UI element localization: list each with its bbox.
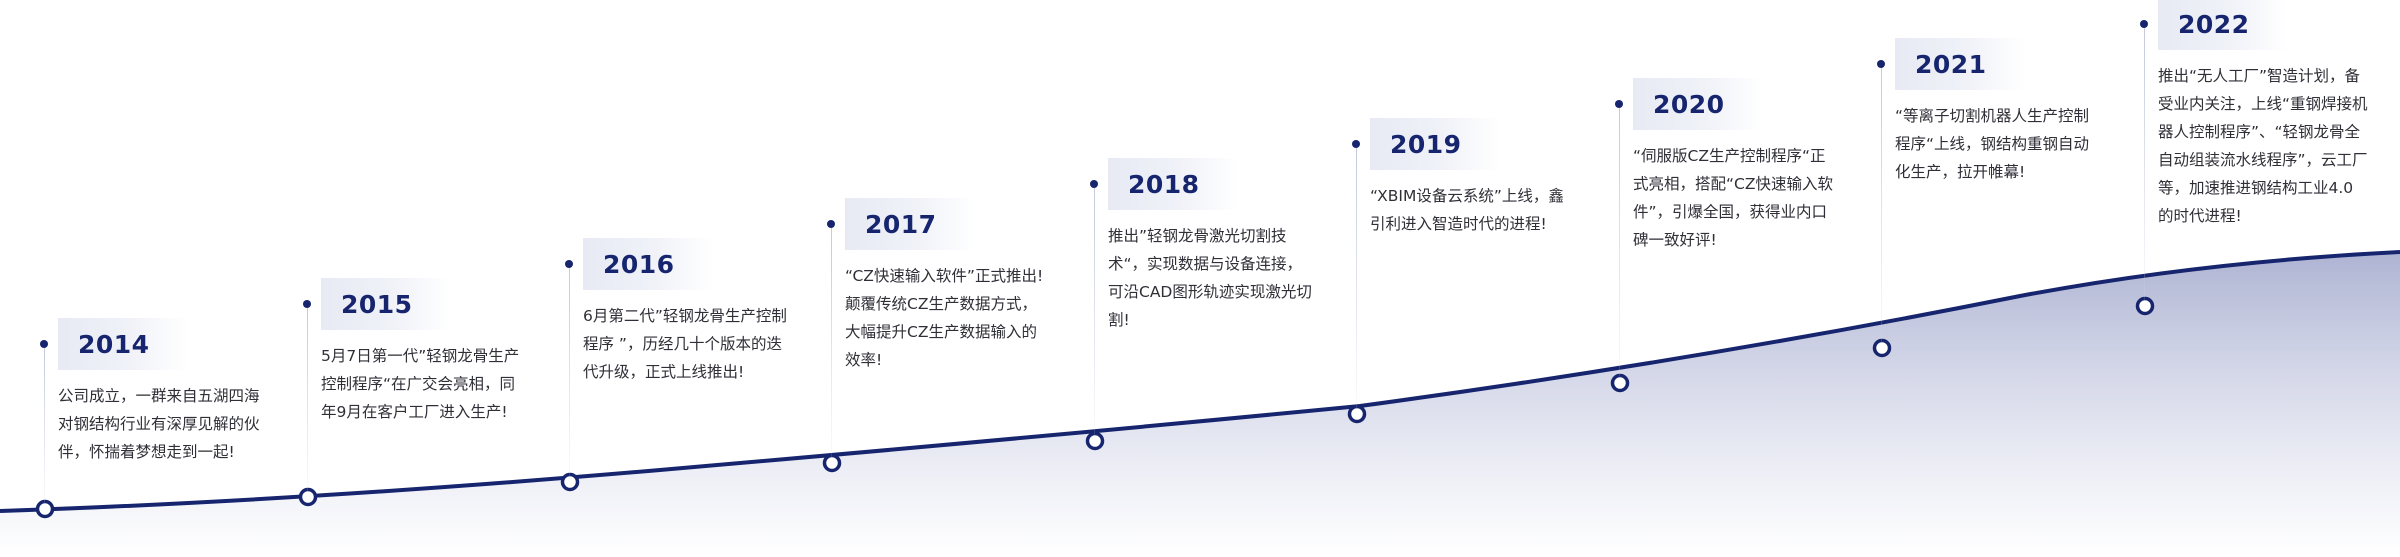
year-tag: 2015 — [321, 278, 451, 330]
milestone-year: 2017 — [865, 209, 937, 239]
timeline-marker-dot — [1877, 60, 1885, 68]
timeline-node-2022 — [2135, 296, 2155, 316]
timeline-node-2016 — [560, 472, 580, 492]
timeline-marker-dot — [1090, 180, 1098, 188]
timeline-stem — [1619, 108, 1620, 377]
milestone-year: 2016 — [603, 249, 675, 279]
milestone-year: 2015 — [341, 289, 413, 319]
milestone-year: 2014 — [78, 329, 150, 359]
milestone-year: 2018 — [1128, 169, 1200, 199]
milestone-description: 公司成立，一群来自五湖四海对钢结构行业有深厚见解的伙伴，怀揣着梦想走到一起! — [58, 387, 260, 461]
timeline-marker-dot — [1352, 140, 1360, 148]
timeline-marker-dot — [827, 220, 835, 228]
milestone-description: “伺服版CZ生产控制程序“正式亮相，搭配“CZ快速输入软件”，引爆全国，获得业内… — [1633, 147, 1833, 249]
milestone-description: 推出”轻钢龙骨激光切割技术“，实现数据与设备连接，可沿CAD图形轨迹实现激光切割… — [1108, 227, 1312, 329]
timeline-node-2020 — [1610, 373, 1630, 393]
timeline-stem — [2144, 28, 2145, 300]
year-tag: 2022 — [2158, 0, 2288, 50]
timeline-node-2019 — [1347, 404, 1367, 424]
timeline-marker-dot — [303, 300, 311, 308]
year-tag: 2020 — [1633, 78, 1763, 130]
timeline-stem — [831, 228, 832, 457]
milestone-year: 2022 — [2178, 9, 2250, 39]
milestone-year: 2020 — [1653, 89, 1725, 119]
timeline-stem — [1881, 68, 1882, 342]
timeline-line — [0, 250, 2400, 513]
timeline-marker-dot — [1615, 100, 1623, 108]
timeline-stem — [569, 268, 570, 476]
timeline-node-2014 — [35, 499, 55, 519]
milestone-description: “CZ快速输入软件”正式推出! 颠覆传统CZ生产数据方式，大幅提升CZ生产数据输… — [845, 267, 1044, 369]
timeline-marker-dot — [565, 260, 573, 268]
timeline-stem — [1094, 188, 1095, 435]
year-tag: 2021 — [1895, 38, 2025, 90]
timeline-node-2015 — [298, 487, 318, 507]
timeline-marker-dot — [40, 340, 48, 348]
milestone-description: “等离子切割机器人生产控制程序“上线，钢结构重钢自动化生产，拉开帷幕! — [1895, 107, 2090, 181]
timeline-stem — [1356, 148, 1357, 408]
year-tag: 2016 — [583, 238, 713, 290]
year-tag: 2018 — [1108, 158, 1238, 210]
milestone-year: 2021 — [1915, 49, 1987, 79]
year-tag: 2014 — [58, 318, 188, 370]
milestone-description: 推出“无人工厂”智造计划，备受业内关注，上线“重钢焊接机器人控制程序”、“轻钢龙… — [2158, 67, 2368, 225]
year-tag: 2017 — [845, 198, 975, 250]
timeline-stem — [44, 348, 45, 503]
milestone-description: “XBIM设备云系统”上线，鑫引利进入智造时代的进程! — [1370, 187, 1564, 233]
timeline-node-2018 — [1085, 431, 1105, 451]
milestone-description: 5月7日第一代”轻钢龙骨生产控制程序“在广交会亮相，同年9月在客户工厂进入生产! — [321, 347, 520, 421]
timeline-node-2021 — [1872, 338, 1892, 358]
timeline-marker-dot — [2140, 20, 2148, 28]
milestone-year: 2019 — [1390, 129, 1462, 159]
timeline-area — [0, 252, 2400, 557]
timeline-stem — [307, 308, 308, 491]
milestone-description: 6月第二代”轻钢龙骨生产控制程序 ”，历经几十个版本的迭代升级，正式上线推出! — [583, 307, 787, 381]
timeline-node-2017 — [822, 453, 842, 473]
year-tag: 2019 — [1370, 118, 1500, 170]
